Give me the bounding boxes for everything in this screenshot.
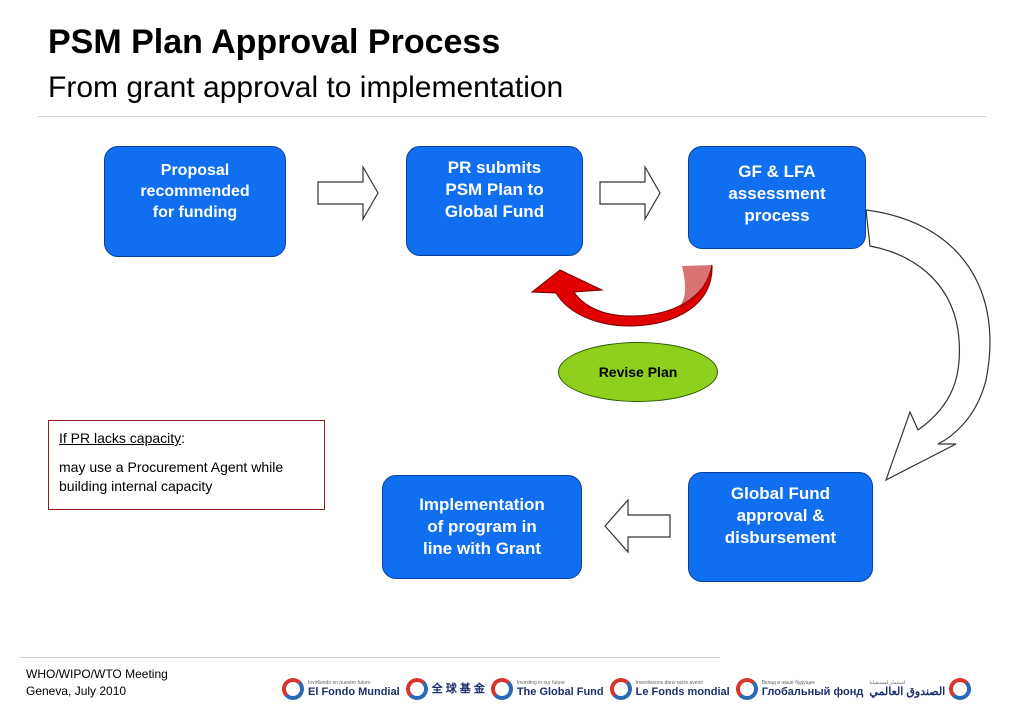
revise-curved-arrow (530, 264, 713, 327)
step-implement-label: Implementation of program in line with G… (419, 494, 545, 559)
capacity-note: If PR lacks capacity: may use a Procurem… (48, 420, 325, 510)
step-proposal-label: Proposal recommended for funding (140, 162, 250, 221)
logo-chinese: 全 球 基 金 (405, 678, 485, 700)
title-divider (38, 116, 986, 117)
global-fund-mark-icon (949, 678, 972, 700)
step-submit-label: PR submits PSM Plan to Global Fund (444, 158, 545, 222)
global-fund-mark-icon (490, 678, 513, 700)
arrow-proposal-to-submit (317, 164, 379, 222)
step-global-fund-approval: Global Fund approval & disbursement (688, 472, 873, 582)
global-fund-mark-icon (405, 678, 428, 700)
step-approval-label: Global Fund approval & disbursement (724, 484, 837, 548)
footer-divider (20, 657, 720, 658)
step-assess-label: GF & LFA assessment process (728, 162, 826, 226)
footer-meeting-place-date: Geneva, July 2010 (26, 684, 127, 698)
note-body: may use a Procurement Agent while buildi… (59, 458, 284, 494)
footer-meeting-name: WHO/WIPO/WTO Meeting (26, 667, 168, 681)
global-fund-mark-icon (735, 678, 758, 700)
page-title: PSM Plan Approval Process (48, 23, 501, 61)
step-gf-lfa-assessment: GF & LFA assessment process (688, 146, 866, 249)
page-subtitle: From grant approval to implementation (48, 71, 564, 104)
step-proposal-recommended: Proposal recommended for funding (104, 146, 286, 257)
arrow-approval-to-implement (604, 498, 671, 554)
revise-plan-node: Revise Plan (558, 342, 718, 402)
revise-plan-label: Revise Plan (598, 364, 678, 380)
note-heading: If PR lacks capacity (59, 430, 182, 446)
note-colon: : (181, 430, 186, 446)
global-fund-mark-icon (609, 678, 632, 700)
arrow-submit-to-assess (599, 164, 661, 222)
step-pr-submits-plan: PR submits PSM Plan to Global Fund (406, 146, 583, 256)
global-fund-mark-icon (282, 678, 304, 700)
arrow-assess-to-approval (865, 209, 991, 482)
footer-meeting-info: WHO/WIPO/WTO Meeting Geneva, July 2010 (26, 666, 168, 700)
step-implementation: Implementation of program in line with G… (382, 475, 582, 579)
